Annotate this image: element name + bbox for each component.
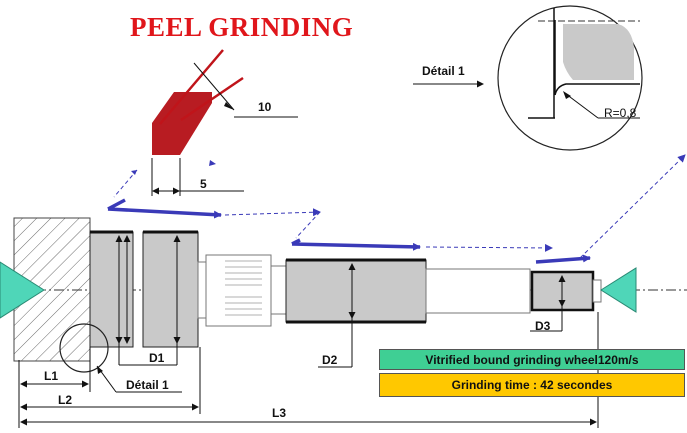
diameter-label-d3: D3: [535, 319, 551, 333]
left-center-point: [0, 261, 45, 319]
detail-callout-label: Détail 1: [126, 378, 169, 392]
detail-workpiece: [563, 24, 634, 80]
right-center-point: [600, 267, 637, 313]
radius-label: R=0,8: [604, 106, 637, 120]
detail-callout-circle: [59, 323, 109, 373]
shaft-middle: [425, 268, 531, 314]
wheel-edge-right: [180, 76, 244, 122]
width-dimension-label: 5: [200, 177, 207, 191]
section-d1b: [142, 231, 199, 348]
diameter-label-d1: D1: [149, 351, 165, 365]
grinding-time-text: Grinding time : 42 secondes: [451, 378, 613, 392]
angle-dimension-label: 10: [258, 100, 272, 114]
feed-path: [107, 154, 686, 264]
length-label-l3: L3: [272, 406, 287, 420]
wheel-spec-box: Vitrified bound grinding wheel120m/s: [379, 349, 685, 370]
diameter-dimensions: [115, 235, 566, 368]
wheel-edge-left: [159, 49, 224, 125]
wheel-spec-text: Vitrified bound grinding wheel120m/s: [425, 352, 639, 367]
grinding-time-box: Grinding time : 42 secondes: [379, 373, 685, 397]
length-label-l1: L1: [44, 369, 59, 383]
detail-label: Détail 1: [422, 64, 465, 78]
section-d2: [285, 259, 427, 323]
diagram-title: PEEL GRINDING: [130, 12, 354, 42]
length-label-l2: L2: [58, 393, 73, 407]
diameter-label-d2: D2: [322, 353, 338, 367]
length-dimensions: [18, 312, 599, 428]
